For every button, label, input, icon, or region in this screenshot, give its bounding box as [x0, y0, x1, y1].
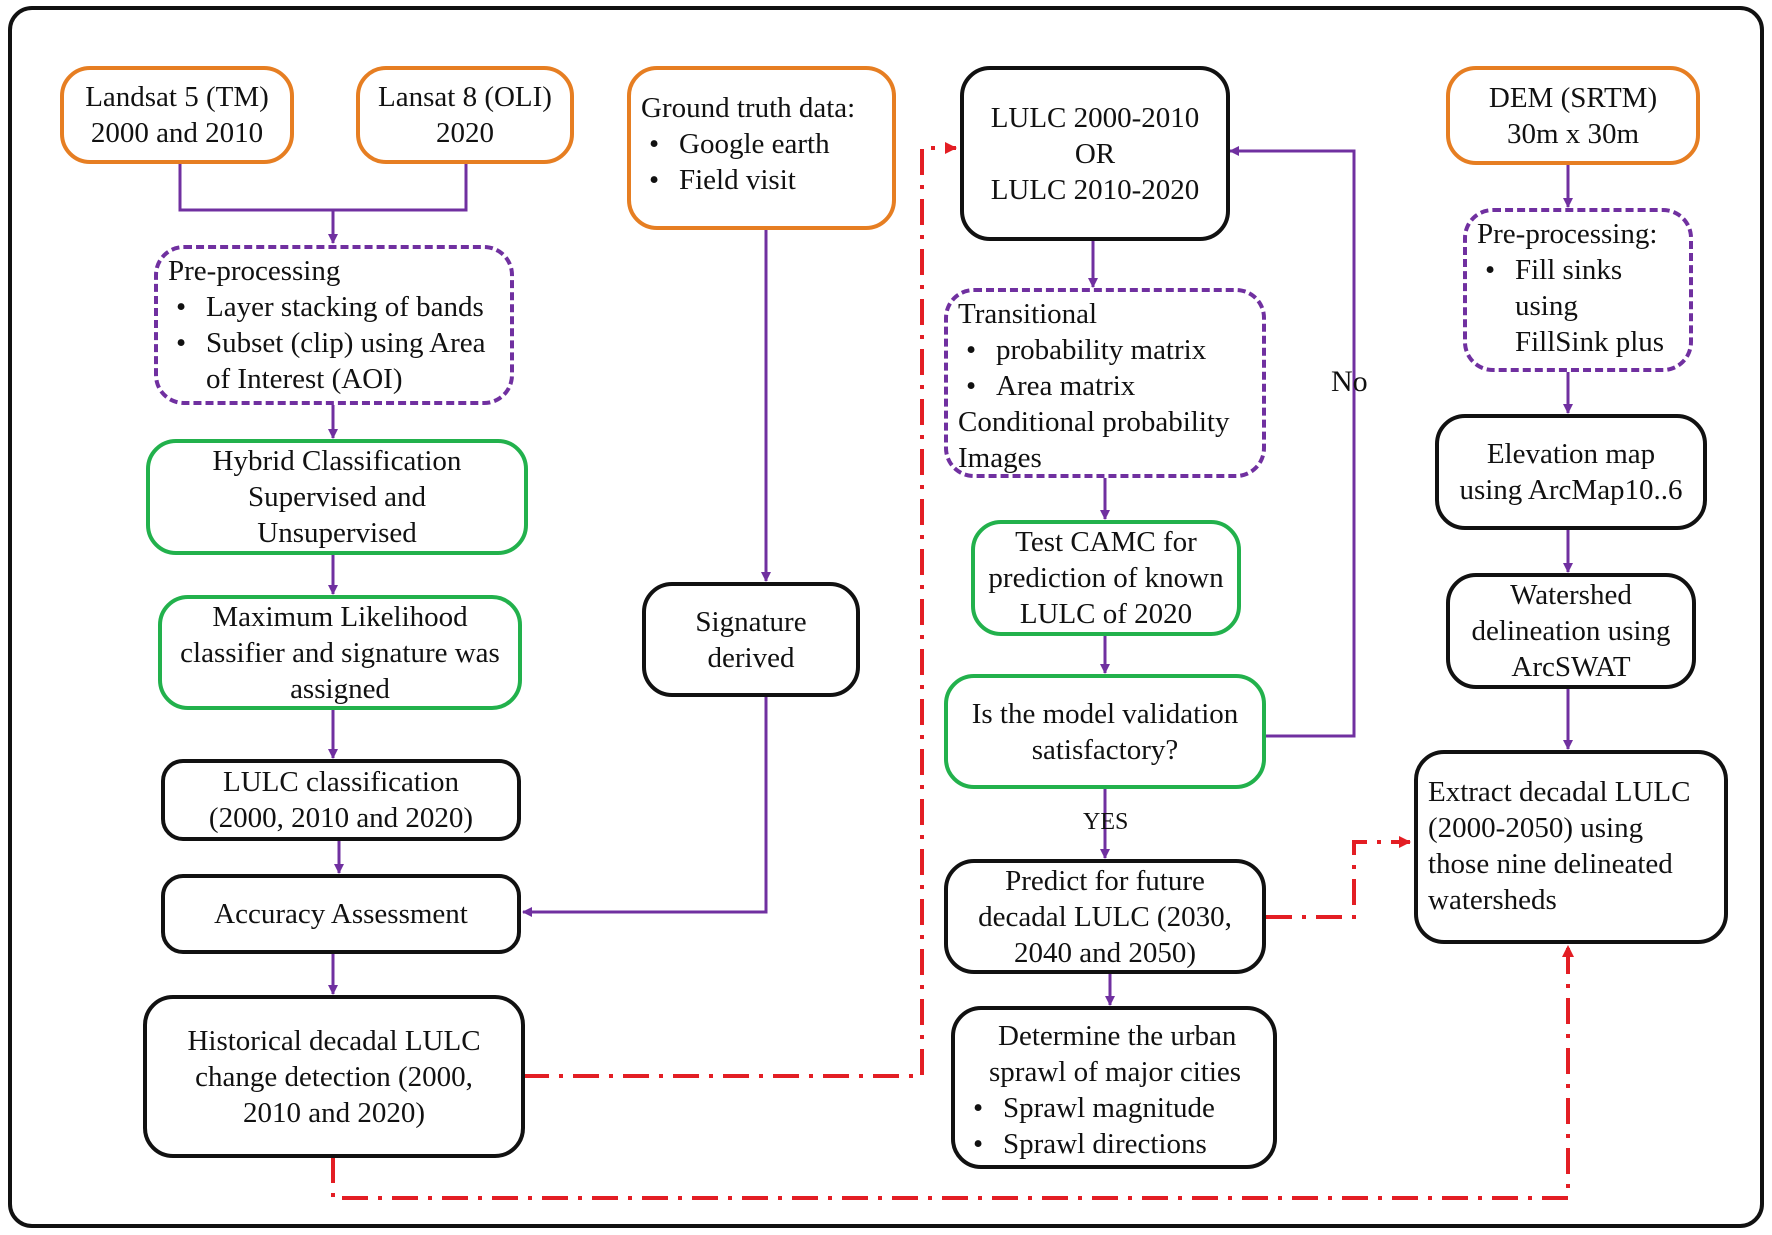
extract-line1: Extract decadal LULC — [1428, 776, 1691, 808]
watershed-line2: delineation using — [1471, 615, 1671, 647]
urban-bullet-2: Sprawl directions — [965, 1126, 1263, 1162]
connector-landsat5 — [178, 162, 468, 212]
watershed-box: Watershed delineation using ArcSWAT — [1446, 573, 1696, 689]
preproc-dem-bullet-1: Fill sinks — [1477, 252, 1679, 288]
landsat5-line2: 2000 and 2010 — [90, 117, 264, 149]
preprocessing-bullet-2: Subset (clip) using Area — [168, 325, 500, 361]
lulc-class-box: LULC classification (2000, 2010 and 2020… — [161, 759, 521, 841]
arrow-no-feedback — [1229, 146, 1356, 738]
lulc-period-line2: OR — [1074, 137, 1116, 170]
preproc-dem-tail-2: FillSink plus — [1515, 326, 1665, 358]
lulc-class-line2: (2000, 2010 and 2020) — [208, 802, 474, 834]
historical-box: Historical decadal LULC change detection… — [143, 995, 525, 1158]
transitional-bullet-1: probability matrix — [958, 332, 1252, 368]
extract-box: Extract decadal LULC (2000-2050) using t… — [1414, 750, 1728, 944]
yes-label: YES — [1083, 809, 1129, 835]
test-camc-line3: LULC of 2020 — [1019, 598, 1193, 630]
link-historical-to-extract — [331, 945, 1574, 1200]
test-camc-box: Test CAMC for prediction of known LULC o… — [971, 520, 1241, 636]
urban-line2: sprawl of major cities — [989, 1056, 1242, 1088]
ground-truth-box: Ground truth data: Google earth Field vi… — [627, 66, 896, 230]
urban-box: Determine the urban sprawl of major citi… — [951, 1006, 1277, 1169]
no-label: No — [1331, 365, 1368, 398]
preprocessing-tail: of Interest (AOI) — [206, 363, 403, 395]
elevation-box: Elevation map using ArcMap10..6 — [1435, 414, 1707, 530]
hybrid-line3: Unsupervised — [257, 517, 417, 549]
signature-box: Signature derived — [642, 582, 860, 697]
predict-line3: 2040 and 2050) — [1013, 936, 1197, 969]
validation-line1: Is the model validation — [971, 697, 1239, 730]
watershed-line1: Watershed — [1510, 579, 1632, 611]
historical-line1: Historical decadal LULC — [187, 1024, 481, 1057]
link-historical-to-lulc-period — [523, 142, 957, 1078]
validation-line2: satisfactory? — [1031, 733, 1179, 766]
predict-line1: Predict for future — [1005, 864, 1205, 897]
transitional-tail-2: Images — [958, 442, 1042, 474]
urban-line1: Determine the urban — [998, 1020, 1237, 1052]
ground-truth-bullet-2: Field visit — [641, 162, 882, 198]
signature-line1: Signature — [695, 605, 807, 638]
transitional-box: Transitional probability matrix Area mat… — [944, 288, 1266, 478]
extract-line4: watersheds — [1428, 884, 1557, 916]
outer-frame — [8, 6, 1764, 1228]
hybrid-box: Hybrid Classification Supervised and Uns… — [146, 439, 528, 555]
accuracy-line1: Accuracy Assessment — [214, 898, 468, 930]
hybrid-line1: Hybrid Classification — [212, 445, 462, 477]
dem-box: DEM (SRTM) 30m x 30m — [1446, 66, 1700, 165]
transitional-tail-1: Conditional probability — [958, 406, 1230, 438]
watershed-line3: ArcSWAT — [1511, 651, 1631, 683]
validation-box: Is the model validation satisfactory? — [944, 674, 1266, 789]
elevation-line2: using ArcMap10..6 — [1459, 474, 1683, 506]
preproc-dem-box: Pre-processing: Fill sinks using FillSin… — [1463, 208, 1693, 372]
hybrid-line2: Supervised and — [248, 481, 426, 513]
dem-line2: 30m x 30m — [1506, 117, 1640, 150]
preprocessing-bullet-1: Layer stacking of bands — [168, 289, 500, 325]
mlc-box: Maximum Likelihood classifier and signat… — [158, 595, 522, 710]
landsat8-box: Lansat 8 (OLI) 2020 — [356, 66, 574, 164]
arrow-signature-to-accuracy — [522, 694, 768, 917]
mlc-line3: assigned — [290, 672, 390, 705]
signature-line2: derived — [707, 641, 795, 674]
urban-bullet-1: Sprawl magnitude — [965, 1090, 1263, 1126]
test-camc-line2: prediction of known — [988, 562, 1224, 594]
ground-truth-bullet-1: Google earth — [641, 126, 882, 162]
transitional-bullet-2: Area matrix — [958, 368, 1252, 404]
mlc-line1: Maximum Likelihood — [212, 600, 468, 633]
mlc-line2: classifier and signature was — [180, 636, 500, 669]
preprocessing-title: Pre-processing — [168, 255, 341, 287]
historical-line2: change detection (2000, — [195, 1060, 473, 1093]
link-predict-to-extract — [1266, 836, 1411, 919]
lulc-period-line3: LULC 2010-2020 — [990, 173, 1200, 206]
landsat8-line1: Lansat 8 (OLI) — [378, 81, 552, 113]
test-camc-line1: Test CAMC for — [1015, 526, 1197, 558]
extract-line3: those nine delineated — [1428, 848, 1673, 880]
lulc-period-line1: LULC 2000-2010 — [990, 101, 1200, 134]
elevation-line1: Elevation map — [1486, 438, 1656, 470]
predict-line2: decadal LULC (2030, — [978, 900, 1232, 933]
extract-line2: (2000-2050) using — [1428, 812, 1644, 844]
landsat5-box: Landsat 5 (TM) 2000 and 2010 — [60, 66, 294, 164]
accuracy-box: Accuracy Assessment — [161, 874, 521, 954]
lulc-period-box: LULC 2000-2010 OR LULC 2010-2020 — [960, 66, 1230, 241]
transitional-title: Transitional — [958, 298, 1098, 330]
landsat8-line2: 2020 — [436, 117, 494, 149]
preproc-dem-tail-1: using — [1515, 290, 1578, 322]
preprocessing-box: Pre-processing Layer stacking of bands S… — [154, 245, 514, 405]
landsat5-line1: Landsat 5 (TM) — [85, 81, 269, 113]
ground-truth-title: Ground truth data: — [641, 92, 856, 124]
dem-line1: DEM (SRTM) — [1488, 81, 1658, 114]
predict-box: Predict for future decadal LULC (2030, 2… — [944, 859, 1266, 974]
preproc-dem-title: Pre-processing: — [1477, 218, 1658, 250]
historical-line3: 2010 and 2020) — [242, 1096, 426, 1129]
lulc-class-line1: LULC classification — [223, 766, 459, 798]
